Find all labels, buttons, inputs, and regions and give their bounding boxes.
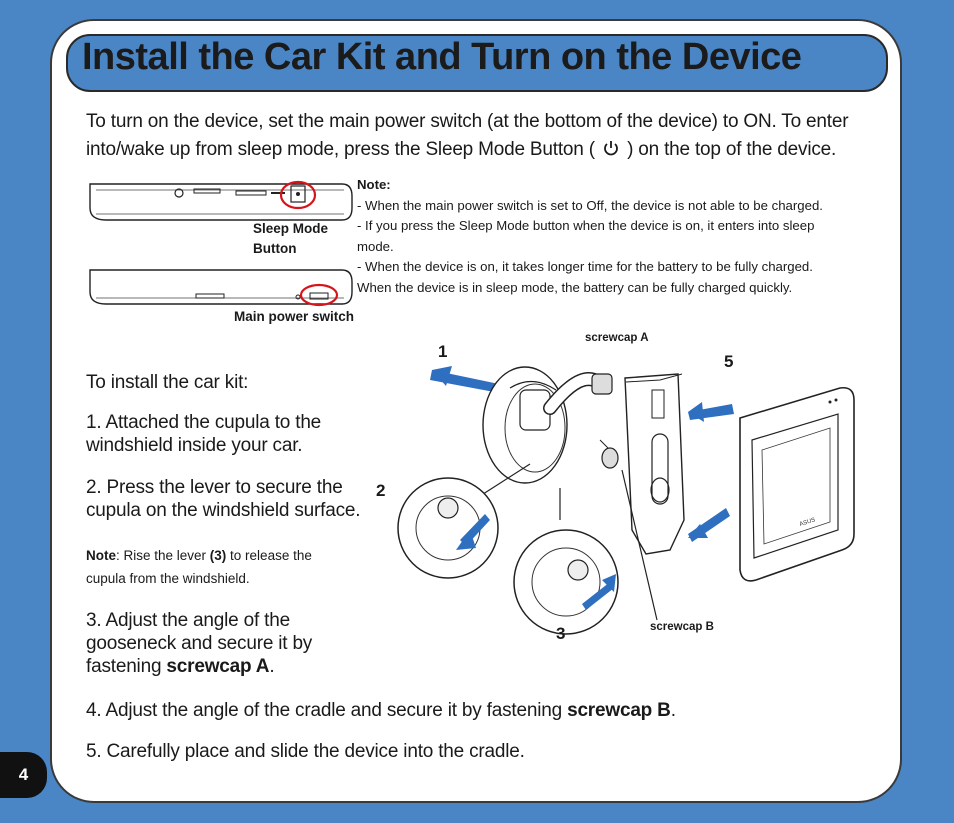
step-1-line2: windshield inside your car. — [86, 435, 303, 456]
step-5: 5. Carefully place and slide the device … — [86, 741, 525, 762]
install-note-bold: (3) — [209, 548, 227, 563]
screwcap-b-label: screwcap B — [650, 621, 714, 633]
install-note-text3: cupula from the windshield. — [86, 571, 250, 586]
step-3-text: fastening — [86, 656, 167, 677]
step-3: 3. Adjust the angle of the gooseneck and… — [86, 609, 312, 678]
step-2: 2. Press the lever to secure the cupula … — [86, 476, 361, 522]
screwcap-a-label: screwcap A — [585, 332, 649, 344]
step-2-line2: cupula on the windshield surface. — [86, 500, 361, 521]
step-3-line1: 3. Adjust the angle of the — [86, 610, 290, 631]
intro-paragraph: To turn on the device, set the main powe… — [86, 108, 876, 164]
install-note: Note: Rise the lever (3) to release the … — [86, 544, 356, 590]
sleep-mode-label: Sleep Mode Button — [253, 219, 328, 259]
page-number: 4 — [0, 752, 47, 798]
install-heading: To install the car kit: — [86, 372, 249, 393]
figure-step-1: 1 — [438, 342, 448, 361]
note-line: When the device is in sleep mode, the ba… — [357, 279, 793, 295]
intro-text-2: ) on the top of the device. — [627, 139, 837, 160]
step-4-bold: screwcap B — [567, 700, 671, 721]
note-line: - When the device is on, it takes longer… — [357, 259, 813, 274]
device-top-view — [89, 180, 353, 221]
title-bar — [66, 34, 888, 92]
power-icon — [604, 141, 618, 156]
sleep-mode-label-line1: Sleep Mode — [253, 221, 329, 236]
sleep-mode-label-line2: Button — [253, 241, 297, 256]
step-4-end: . — [670, 700, 676, 721]
note-line: - When the main power switch is set to O… — [357, 197, 823, 213]
install-note-label: Note — [86, 548, 116, 563]
step-4: 4. Adjust the angle of the cradle and se… — [86, 699, 676, 722]
car-kit-illustration: ASUS — [397, 366, 855, 635]
device-bottom-view — [89, 269, 353, 307]
note-line: - If you press the Sleep Mode button whe… — [357, 218, 815, 233]
page-card — [50, 19, 902, 803]
step-3-bold: screwcap A — [166, 656, 270, 677]
figure-step-3: 3 — [556, 624, 566, 643]
device-brand-mark: ASUS — [799, 517, 816, 528]
figure-step-2: 2 — [376, 481, 386, 500]
note-line: mode. — [357, 238, 394, 254]
install-note-text2: to release the — [226, 548, 312, 563]
step-1-line1: 1. Attached the cupula to the — [86, 412, 322, 433]
main-power-switch-label: Main power switch — [234, 309, 355, 324]
step-3-line2: gooseneck and secure it by — [86, 633, 313, 654]
intro-text-1: To turn on the device, set the main powe… — [86, 111, 849, 160]
note-title: Note: — [357, 177, 391, 192]
note-block: Note: - When the main power switch is se… — [357, 175, 887, 298]
step-1: 1. Attached the cupula to the windshield… — [86, 411, 321, 457]
page-title: Install the Car Kit and Turn on the Devi… — [82, 36, 802, 78]
step-2-line1: 2. Press the lever to secure the — [86, 477, 343, 498]
step-3-line3: fastening screwcap A. — [86, 655, 312, 678]
step-3-end: . — [269, 656, 275, 677]
figure-step-5: 5 — [724, 352, 734, 371]
step-4-text: 4. Adjust the angle of the cradle and se… — [86, 700, 568, 721]
install-note-text1: : Rise the lever — [116, 548, 210, 563]
